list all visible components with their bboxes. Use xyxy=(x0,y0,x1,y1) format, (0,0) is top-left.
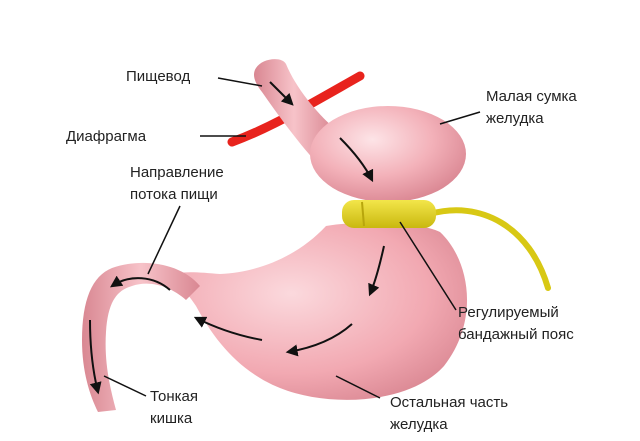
leader-line-food-direction xyxy=(148,206,180,274)
label-small-pouch: Малая сумка желудка xyxy=(486,86,577,130)
rest-of-stomach xyxy=(164,223,467,400)
label-food-direction: Направление потока пищи xyxy=(130,162,224,206)
adjustable-band-ring xyxy=(342,200,436,228)
leader-line-small-pouch xyxy=(440,112,480,124)
label-small-intestine: Тонкая кишка xyxy=(150,386,198,430)
label-rest-of-stomach: Остальная часть желудка xyxy=(390,392,508,436)
label-adjustable-band: Регулируемый бандажный пояс xyxy=(458,302,574,346)
label-diaphragm: Диафрагма xyxy=(66,126,146,148)
small-stomach-pouch xyxy=(310,106,466,202)
label-esophagus: Пищевод xyxy=(126,66,190,88)
